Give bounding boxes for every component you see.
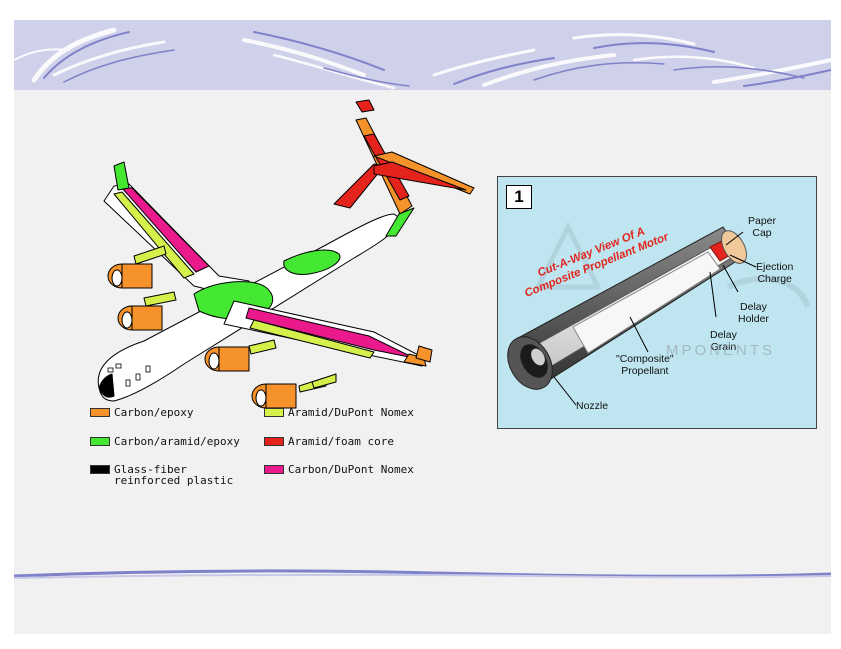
- label-propellant: "Composite" Propellant: [616, 353, 674, 377]
- legend-swatch: [90, 465, 110, 474]
- legend-swatch: [264, 408, 284, 417]
- slide: Carbon/epoxy Aramid/DuPont Nomex Carbon/…: [14, 20, 831, 634]
- legend-label: Carbon/epoxy: [114, 406, 194, 419]
- right-winglet: [415, 345, 433, 363]
- watermark-text: MPONENTS: [666, 342, 776, 359]
- label-delay-grain: Delay Grain: [710, 329, 737, 353]
- label-nozzle: Nozzle: [576, 400, 609, 412]
- motor-cutaway-illustration: [507, 221, 811, 406]
- legend-item: Carbon/aramid/epoxy: [90, 436, 270, 450]
- legend-label: Glass-fiber reinforced plastic: [114, 463, 234, 487]
- right-wing-nomex: [245, 307, 415, 359]
- banner-swirls: [14, 27, 831, 90]
- label-paper-cap: Paper Cap: [748, 215, 777, 239]
- panel-number: 1: [506, 185, 532, 209]
- label-delay-holder: Delay Holder: [738, 301, 769, 325]
- legend-label: Aramid/DuPont Nomex: [288, 406, 414, 419]
- aircraft-composites-diagram: [74, 96, 484, 418]
- legend-item: Aramid/foam core: [264, 436, 454, 450]
- legend-item: Glass-fiber reinforced plastic: [90, 464, 270, 490]
- legend-item: Carbon/DuPont Nomex: [264, 464, 454, 478]
- decorative-banner: [14, 20, 831, 90]
- legend-item: Aramid/DuPont Nomex: [264, 407, 454, 421]
- legend-label: Carbon/aramid/epoxy: [114, 435, 240, 448]
- decorative-rule: [14, 569, 831, 579]
- engine-nacelles: [107, 263, 297, 409]
- legend-swatch: [264, 437, 284, 446]
- left-winglet: [113, 161, 130, 191]
- propellant-motor-panel: 1 Cut-A-Way View Of A Composite Propella…: [497, 176, 817, 429]
- legend-item: Carbon/epoxy: [90, 407, 270, 421]
- radome-glass-fiber: [98, 373, 115, 398]
- legend-label: Aramid/foam core: [288, 435, 394, 448]
- aircraft-illustration: [97, 99, 475, 409]
- label-ejection-charge: Ejection Charge: [756, 261, 794, 285]
- legend-swatch: [90, 408, 110, 417]
- legend-swatch: [264, 465, 284, 474]
- legend-label: Carbon/DuPont Nomex: [288, 463, 414, 476]
- legend-swatch: [90, 437, 110, 446]
